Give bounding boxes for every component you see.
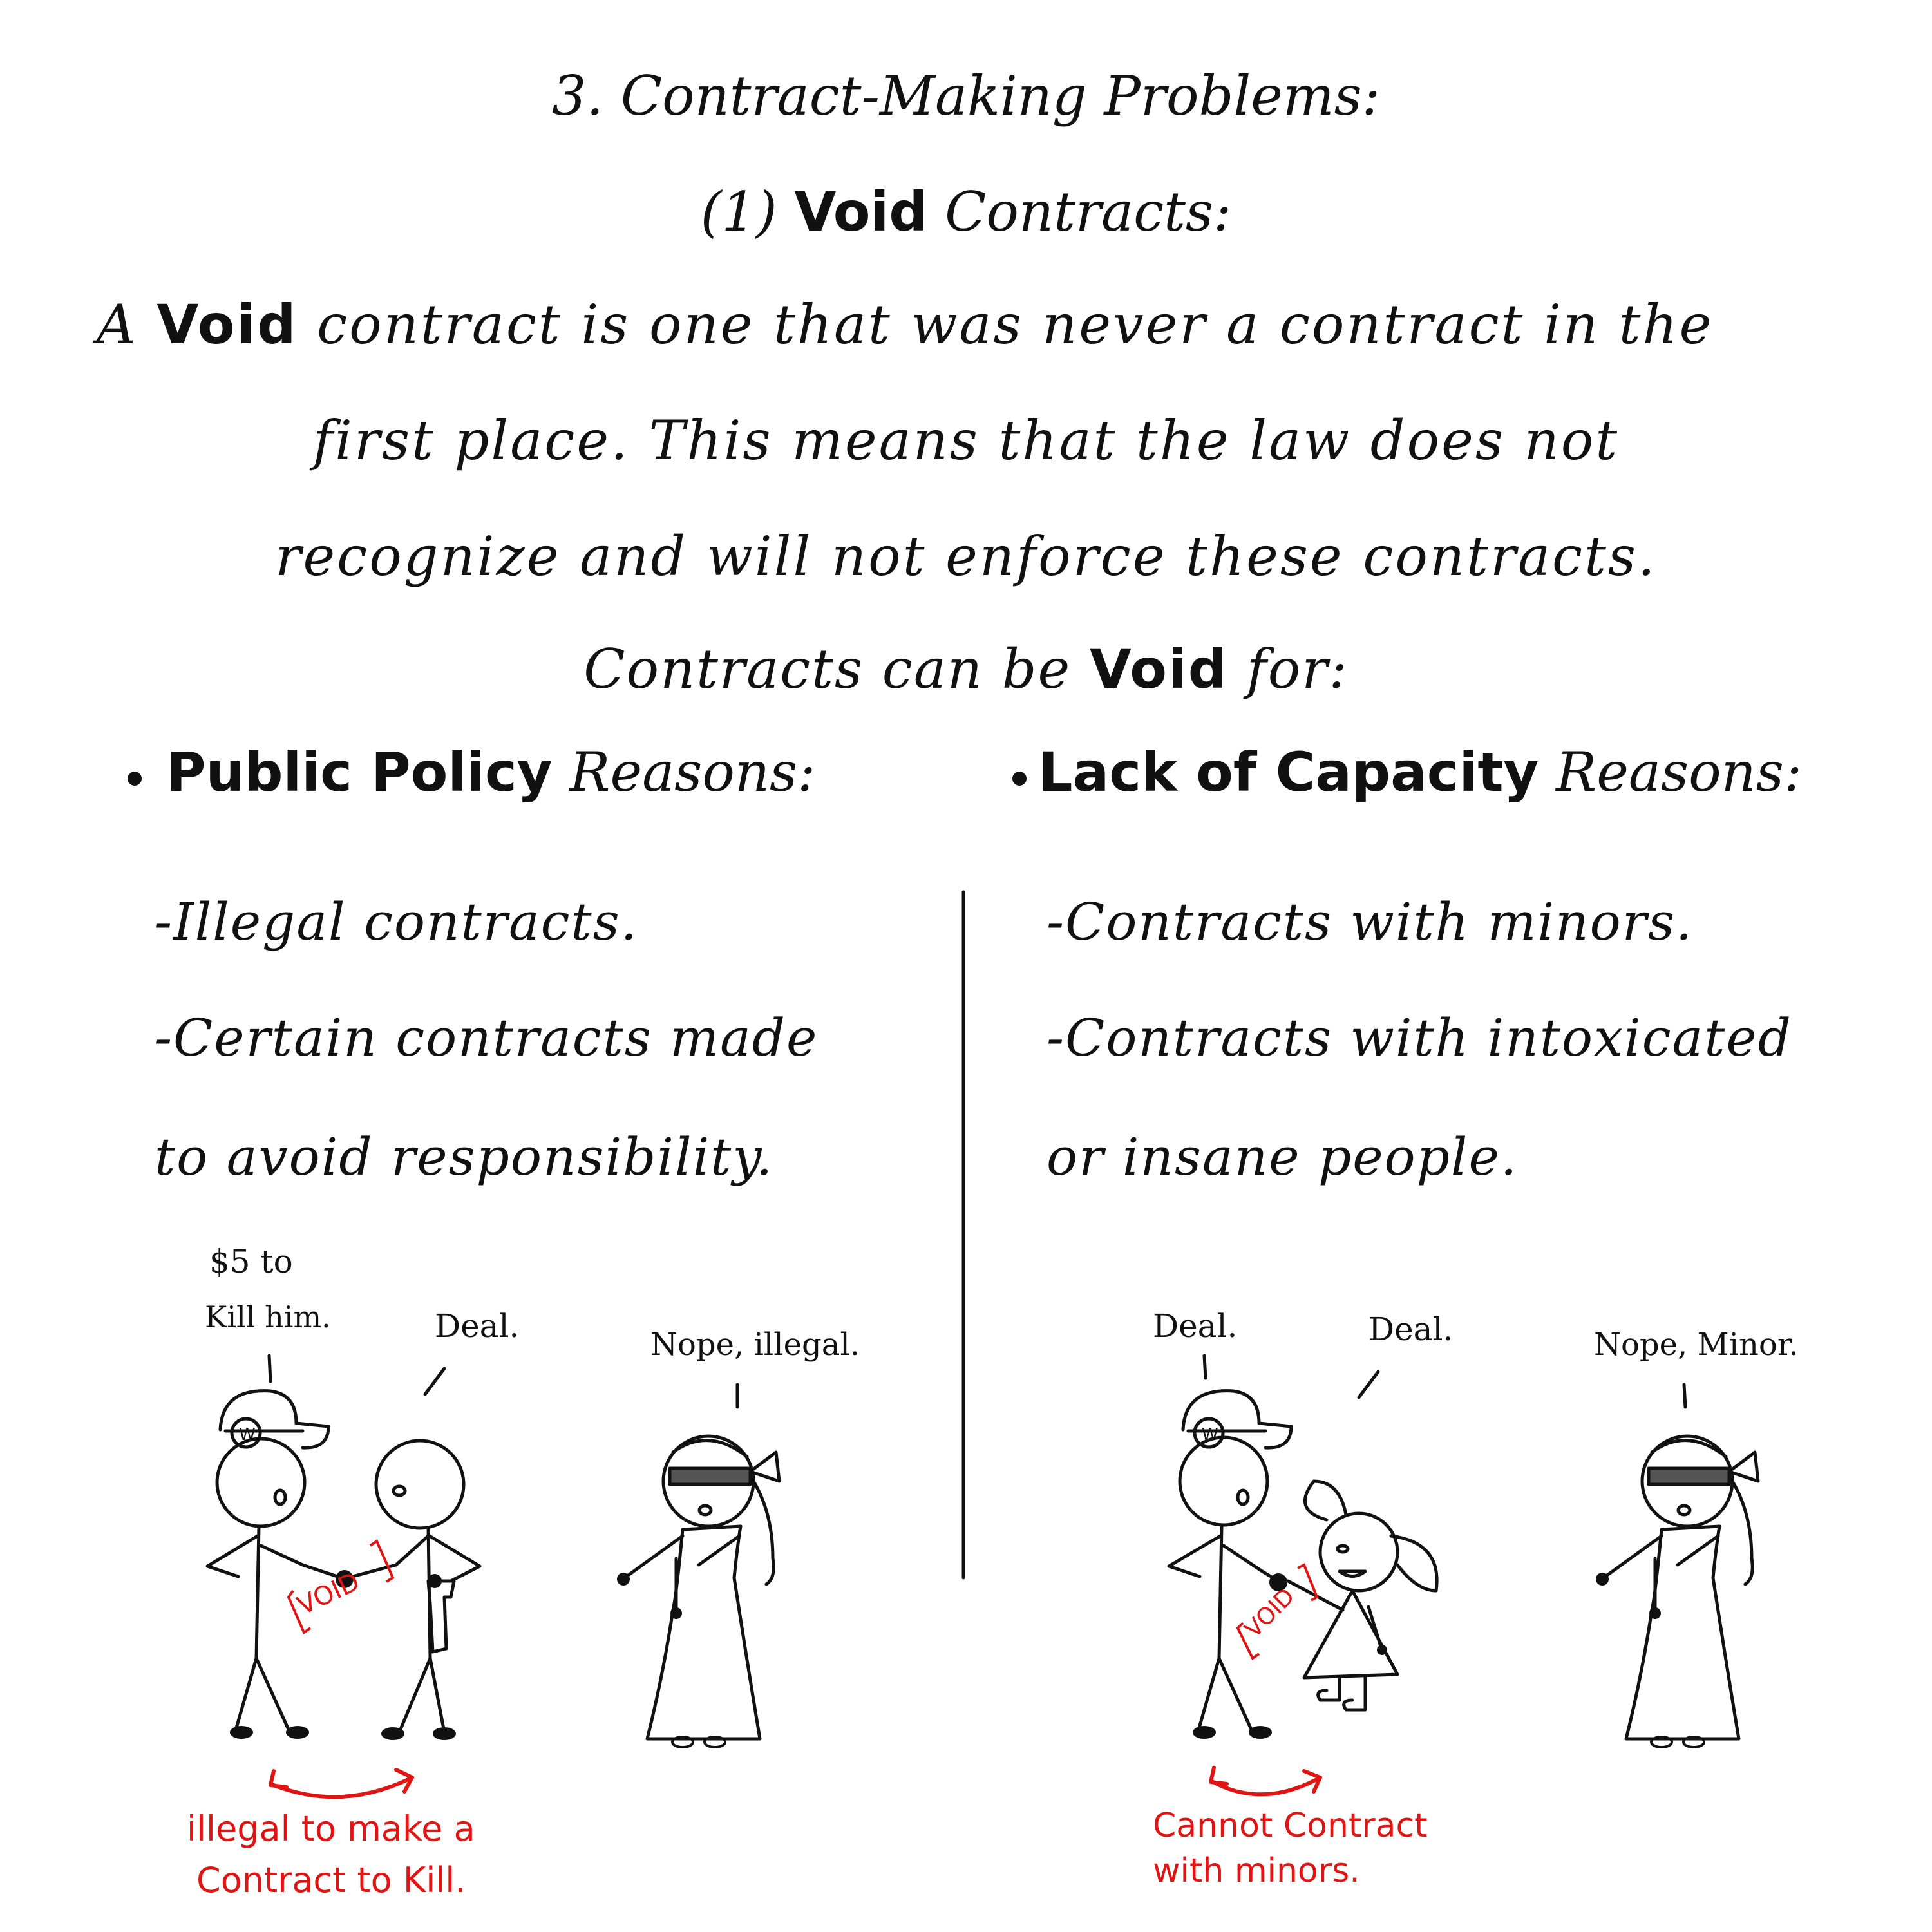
caption-right-line2: with minors.	[1153, 1852, 1360, 1890]
reasons-intro-b: for:	[1246, 638, 1349, 701]
speech-tick	[1357, 1370, 1380, 1399]
section-subheading: (1) Void Contracts:	[0, 180, 1932, 243]
speech-hitman-left-line2: Kill him.	[205, 1300, 331, 1334]
subheading-bold: Void	[794, 180, 928, 243]
speech-tick	[1202, 1354, 1208, 1380]
speech-judge-right: Nope, Minor.	[1594, 1327, 1799, 1363]
definition-line-3: recognize and will not enforce these con…	[275, 525, 1657, 588]
right-column-title: Lack of Capacity Reasons:	[1038, 741, 1802, 804]
left-item-3: to avoid responsibility.	[155, 1127, 774, 1187]
caption-right-line1: Cannot Contract	[1153, 1806, 1428, 1845]
speech-child: Deal.	[1368, 1311, 1454, 1348]
reasons-intro: Contracts can be Void for:	[0, 638, 1932, 701]
speech-hitman-right: Deal.	[1153, 1307, 1238, 1345]
right-item-1: -Contracts with minors.	[1046, 892, 1694, 952]
double-arrow-left	[269, 1776, 414, 1799]
subheading-prefix: (1)	[700, 180, 777, 243]
right-item-2: -Contracts with intoxicated	[1046, 1008, 1792, 1068]
left-column-title: Public Policy Reasons:	[166, 741, 815, 804]
page-heading: 3. Contract-Making Problems:	[551, 64, 1381, 128]
left-item-1: -Illegal contracts.	[155, 892, 639, 952]
child-figure	[1286, 1479, 1439, 1712]
caption-left-line1: illegal to make a	[187, 1808, 475, 1849]
bullet-dot-right	[1012, 772, 1027, 786]
definition-bold-void: Void	[156, 293, 298, 356]
left-item-2: -Certain contracts made	[155, 1008, 819, 1068]
cap-letter: W	[1202, 1425, 1218, 1444]
speech-tick	[423, 1367, 446, 1396]
left-title-bold: Public Policy	[166, 741, 553, 804]
speech-judge-left: Nope, illegal.	[650, 1327, 860, 1363]
right-title-rest: Reasons:	[1555, 741, 1803, 804]
double-arrow-right	[1209, 1776, 1322, 1797]
subheading-suffix: Contracts:	[945, 180, 1232, 243]
speech-tick	[1682, 1383, 1687, 1409]
hitman-figure	[1167, 1389, 1293, 1734]
lady-justice-figure	[623, 1434, 781, 1741]
speech-hitman-left-line1: $5 to	[209, 1243, 293, 1280]
definition-line-1-rest: contract is one that was never a contrac…	[317, 293, 1714, 356]
contractor-figure	[346, 1439, 482, 1734]
definition-line-1: A Void contract is one that was never a …	[97, 293, 1713, 356]
cap-letter: W	[239, 1425, 256, 1444]
speech-tick	[267, 1354, 272, 1383]
left-title-rest: Reasons:	[569, 741, 816, 804]
definition-word-a: A	[97, 293, 138, 356]
right-item-3: or insane people.	[1046, 1127, 1519, 1187]
hitman-figure	[205, 1389, 343, 1734]
reasons-intro-bold: Void	[1089, 638, 1228, 701]
bullet-dot-left	[128, 772, 142, 786]
void-stamp-right: VOID	[1240, 1583, 1300, 1643]
reasons-intro-a: Contracts can be	[583, 638, 1072, 701]
definition-line-2: first place. This means that the law doe…	[312, 409, 1620, 472]
right-title-bold: Lack of Capacity	[1038, 741, 1539, 804]
speech-contractor-left: Deal.	[435, 1307, 520, 1345]
lady-justice-figure	[1602, 1434, 1760, 1741]
caption-left-line2: Contract to Kill.	[196, 1860, 466, 1900]
